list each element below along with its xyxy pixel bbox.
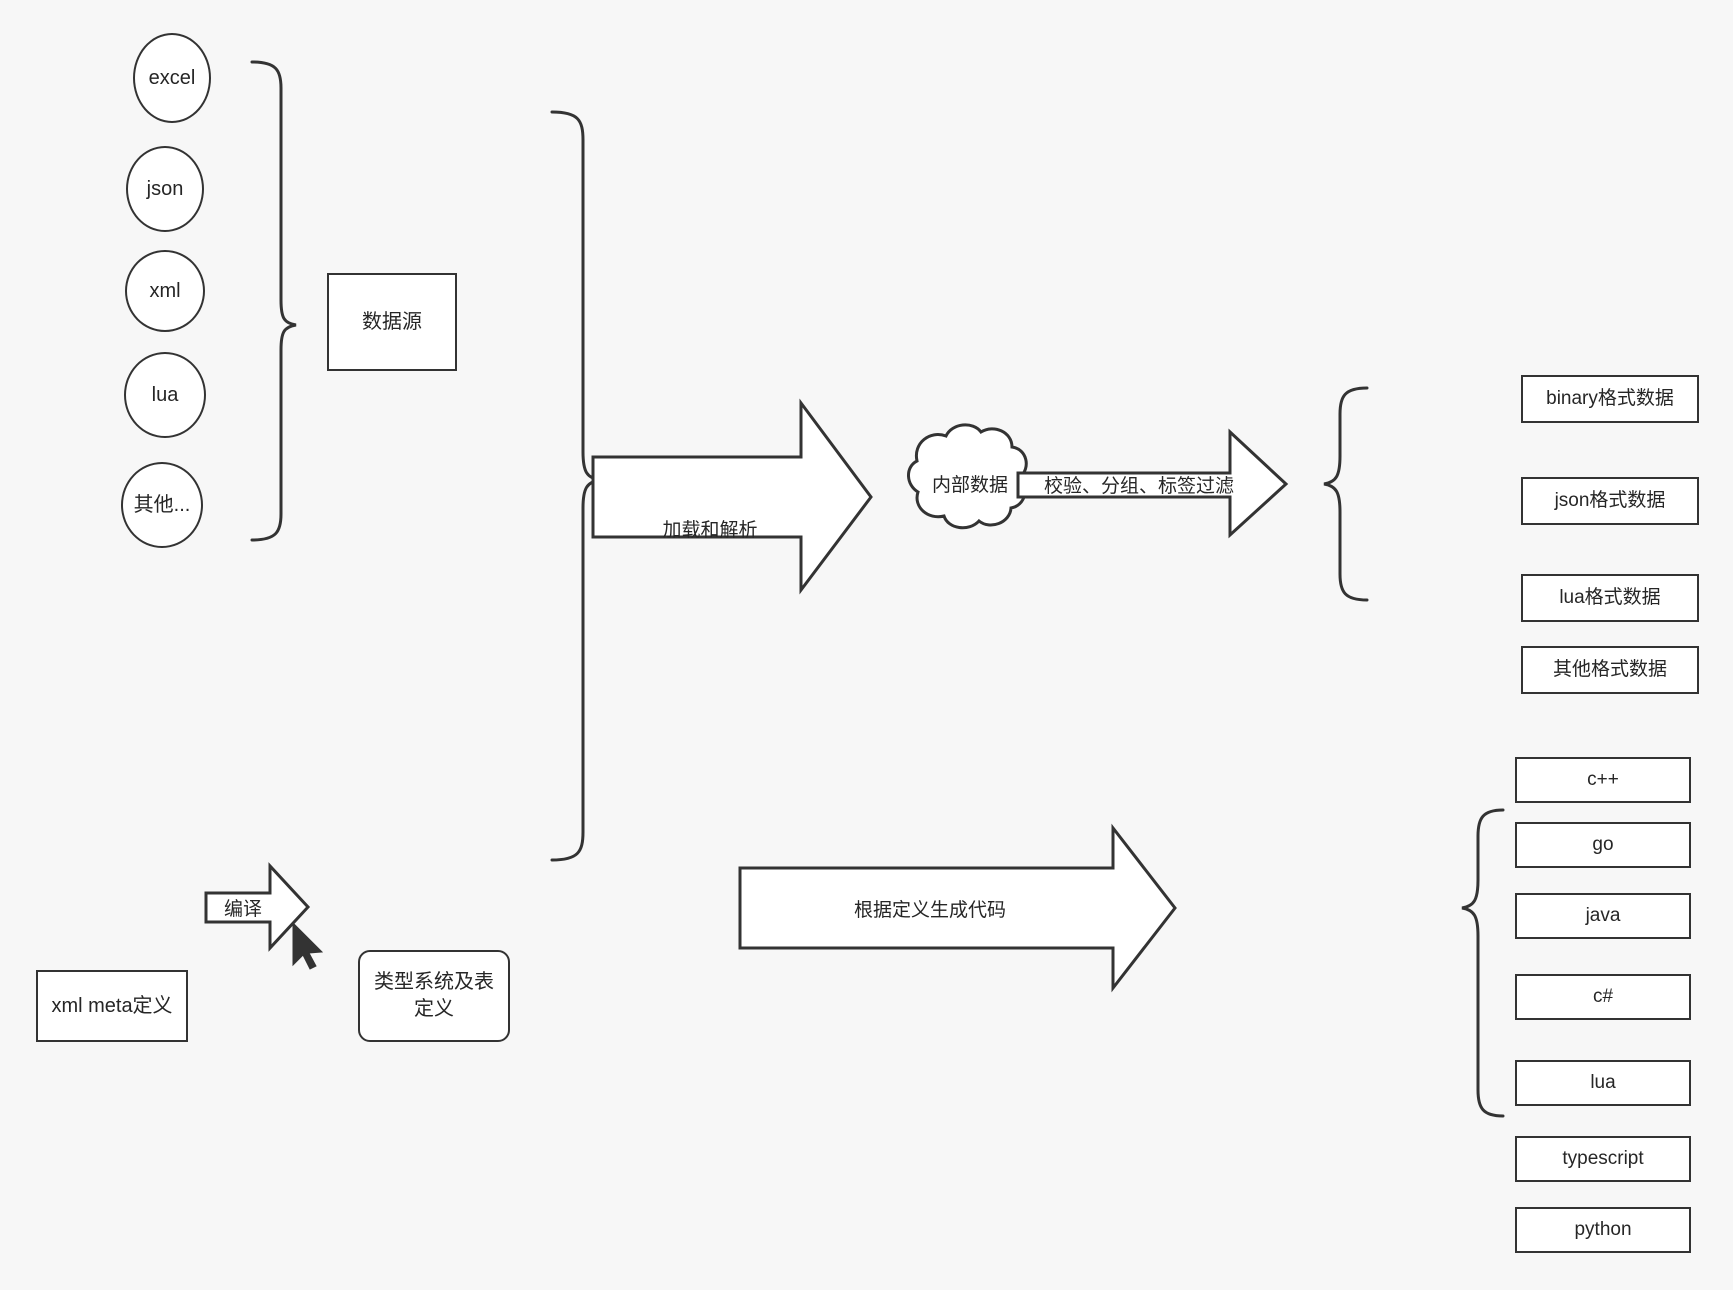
- language-box-cpp[interactable]: c++: [1515, 757, 1691, 803]
- languages-bracket: [1461, 808, 1505, 1118]
- type-system-box[interactable]: 类型系统及表定义: [358, 950, 510, 1042]
- language-box-label: java: [1585, 905, 1621, 927]
- formats-bracket: [1323, 386, 1369, 602]
- xml-meta-label: xml meta定义: [51, 994, 173, 1017]
- xml-meta-box[interactable]: xml meta定义: [36, 970, 188, 1042]
- load-parse-text: 加载和解析: [662, 519, 758, 541]
- language-box-label: python: [1574, 1219, 1632, 1241]
- data-source-box[interactable]: 数据源: [327, 273, 457, 371]
- format-box-label: binary格式数据: [1546, 388, 1674, 410]
- format-box-lua[interactable]: lua格式数据: [1521, 574, 1699, 622]
- language-box-typescript[interactable]: typescript: [1515, 1136, 1691, 1182]
- source-circle-label: xml: [149, 279, 181, 302]
- language-box-csharp[interactable]: c#: [1515, 974, 1691, 1020]
- mouse-cursor-icon: [292, 921, 324, 970]
- source-circle-excel[interactable]: excel: [133, 33, 211, 123]
- internal-data-text: 内部数据: [931, 474, 1008, 496]
- format-box-label: lua格式数据: [1559, 587, 1661, 609]
- codegen-arrow-label: 根据定义生成代码: [760, 894, 1100, 922]
- load-parse-arrow-label: 加载和解析: [600, 513, 820, 543]
- filter-arrow-label: 校验、分组、标签过滤: [1034, 470, 1244, 498]
- source-circle-label: lua: [151, 383, 179, 406]
- load-parse-arrow: [591, 398, 873, 595]
- data-source-box-label: 数据源: [362, 310, 422, 333]
- source-circle-json[interactable]: json: [126, 146, 204, 232]
- format-box-json[interactable]: json格式数据: [1521, 477, 1699, 525]
- format-box-label: 其他格式数据: [1552, 659, 1667, 681]
- compile-arrow-label: 编译: [208, 894, 278, 920]
- codegen-text: 根据定义生成代码: [853, 899, 1006, 921]
- source-circle-other[interactable]: 其他...: [121, 462, 203, 548]
- language-box-lua[interactable]: lua: [1515, 1060, 1691, 1106]
- filter-text: 校验、分组、标签过滤: [1043, 475, 1234, 497]
- language-box-go[interactable]: go: [1515, 822, 1691, 868]
- internal-data-label: 内部数据: [900, 468, 1040, 498]
- language-box-java[interactable]: java: [1515, 893, 1691, 939]
- format-box-binary[interactable]: binary格式数据: [1521, 375, 1699, 423]
- language-box-label: c#: [1592, 986, 1614, 1008]
- filter-arrow: [1016, 428, 1289, 539]
- sources-bracket: [250, 60, 297, 542]
- source-circle-label: json: [146, 177, 184, 200]
- internal-data-cloud: [907, 423, 1028, 530]
- source-circle-lua[interactable]: lua: [124, 352, 206, 438]
- pipeline-input-bracket: [550, 110, 601, 862]
- format-box-other[interactable]: 其他格式数据: [1521, 646, 1699, 694]
- source-circle-xml[interactable]: xml: [125, 250, 205, 332]
- compile-arrow: [204, 862, 311, 952]
- language-box-label: lua: [1590, 1072, 1616, 1094]
- source-circle-label: 其他...: [133, 493, 191, 516]
- language-box-label: typescript: [1562, 1148, 1644, 1170]
- source-circle-label: excel: [148, 66, 196, 89]
- format-box-label: json格式数据: [1554, 490, 1666, 512]
- language-box-label: c++: [1587, 769, 1619, 791]
- language-box-python[interactable]: python: [1515, 1207, 1691, 1253]
- compile-text: 编译: [223, 898, 262, 920]
- type-system-label: 类型系统及表定义: [374, 971, 494, 1020]
- codegen-arrow: [738, 823, 1177, 993]
- language-box-label: go: [1592, 834, 1614, 856]
